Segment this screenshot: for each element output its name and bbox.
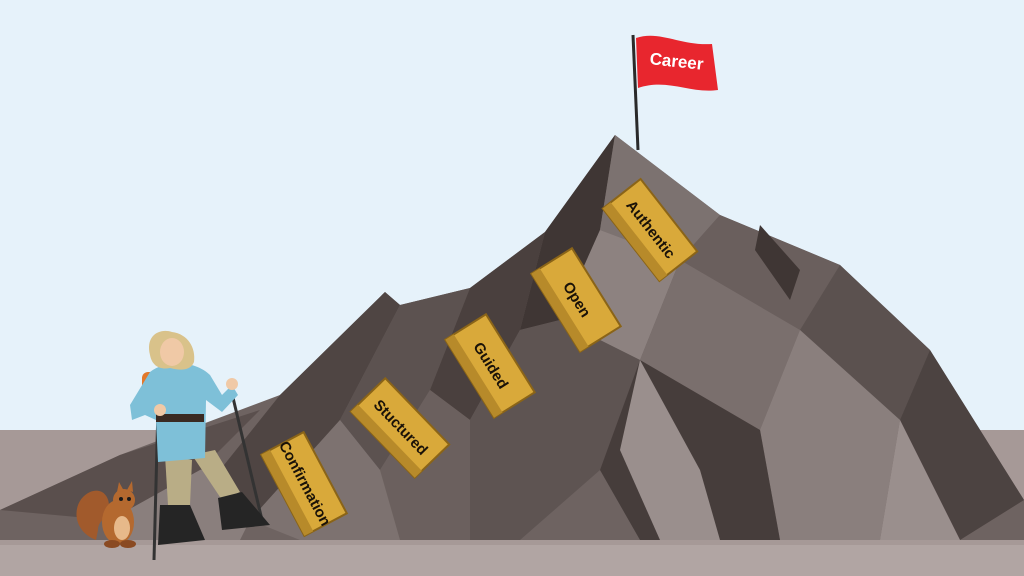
- step-plank: Stuctured: [349, 376, 451, 480]
- face: [160, 338, 184, 366]
- flag-cloth: [636, 35, 718, 91]
- career-flag: Career: [631, 34, 718, 151]
- step-plank: Guided: [443, 312, 537, 420]
- jacket: [130, 363, 238, 462]
- boot-right: [218, 492, 270, 530]
- hiking-pole-right: [228, 384, 264, 521]
- squirrel: [76, 481, 136, 548]
- squirrel-head: [113, 489, 135, 511]
- boot-left: [158, 505, 205, 545]
- step-plank: Open: [529, 246, 623, 354]
- flag-pole: [631, 34, 640, 151]
- hiker: [130, 330, 270, 561]
- ground-path: [0, 545, 1024, 576]
- squirrel-tail: [76, 490, 110, 540]
- steps: Confirmation Stuctured Guided Open Authe…: [259, 177, 699, 538]
